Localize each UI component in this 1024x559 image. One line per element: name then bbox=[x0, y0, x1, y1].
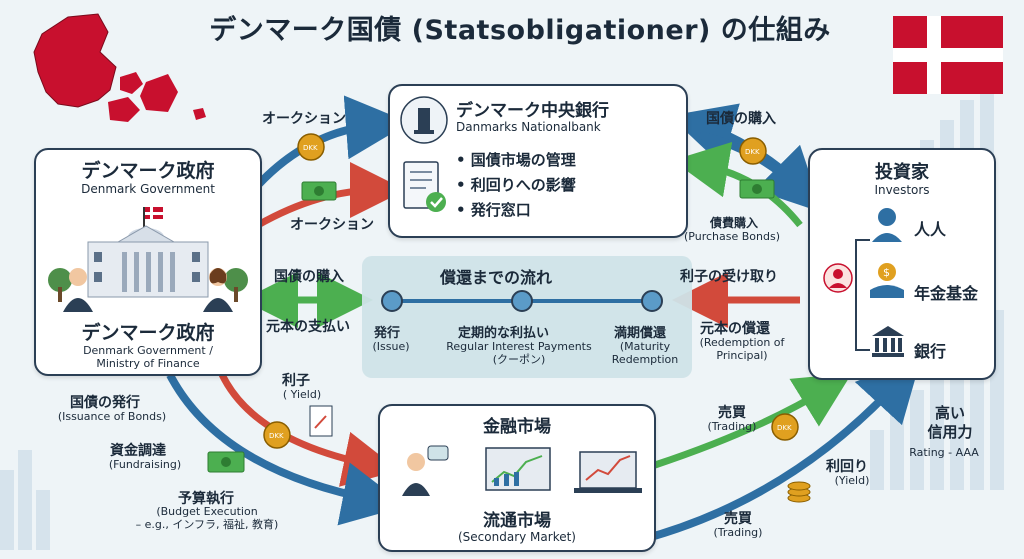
central-bank-card: デンマーク中央銀行 Danmarks Nationalbank • 国債市場の管… bbox=[388, 84, 688, 238]
market-subtitle: 流通市場 bbox=[483, 511, 551, 531]
government-title-bottom: デンマーク政府 bbox=[81, 322, 215, 344]
denmark-map-icon bbox=[33, 13, 206, 122]
label-auction-1: オークション bbox=[262, 111, 346, 127]
flow-step-maturity: 満期償還 bbox=[614, 326, 667, 341]
pension-fund-icon: $ bbox=[870, 263, 904, 298]
market-caption: (Secondary Market) bbox=[458, 530, 576, 544]
market-illustration bbox=[402, 445, 642, 496]
label-issuance-en: (Issuance of Bonds) bbox=[57, 410, 167, 423]
flow-step-issue: 発行 bbox=[374, 326, 401, 341]
label-principal-payment: 元本の支払い bbox=[266, 319, 350, 335]
coin-icon: DKK bbox=[263, 421, 291, 449]
investor-person-icon bbox=[823, 239, 870, 351]
label-yield-en: ( Yield) bbox=[282, 388, 322, 401]
svg-text:$: $ bbox=[883, 266, 890, 279]
label-yield-right-en: (Yield) bbox=[834, 474, 870, 487]
investor-pension-label: 年金基金 bbox=[914, 284, 979, 303]
government-card: デンマーク政府 Denmark Government デンマーク政府 Denma… bbox=[34, 148, 262, 376]
flow-timeline bbox=[381, 290, 663, 312]
market-card: 金融市場 流通市場 (Secondary Market) bbox=[378, 404, 656, 552]
coin-icon: DKK bbox=[297, 133, 325, 161]
coin-stack-icon bbox=[787, 481, 811, 503]
label-principal-redemption: 元本の償還 bbox=[700, 321, 770, 337]
central-bank-bullets: • 国債市場の管理 • 利回りへの影響 • 発行窓口 bbox=[456, 148, 576, 223]
label-trading-1-en: (Trading) bbox=[707, 420, 757, 433]
trading-arrow-up bbox=[653, 373, 852, 469]
coin-text: DKK bbox=[745, 148, 760, 156]
bullet-item: • 利回りへの影響 bbox=[456, 176, 576, 194]
label-purchase-right: 国債の購入 bbox=[706, 111, 776, 127]
denmark-flag-icon bbox=[893, 16, 1003, 94]
label-budget: 予算執行 bbox=[178, 491, 234, 507]
investor-bank-label: 銀行 bbox=[914, 342, 947, 361]
investor-individual-label: 人人 bbox=[914, 220, 947, 239]
label-bond-purchase: 債費購入 bbox=[710, 216, 759, 230]
label-purchase-gov-bonds: 国債の購入 bbox=[274, 269, 344, 285]
flow-step-interest: 定期的な利払い bbox=[458, 326, 550, 341]
investors-subtitle: Investors bbox=[874, 183, 930, 197]
flow-step-interest-sub: Regular Interest Payments (クーポン) bbox=[446, 340, 592, 366]
money-bill-icon bbox=[301, 181, 337, 201]
bank-icon bbox=[872, 326, 904, 357]
coin-text: DKK bbox=[303, 144, 318, 152]
central-bank-subtitle: Danmarks Nationalbank bbox=[456, 120, 601, 134]
page-title: デンマーク国債 (Statsobligationer) の仕組み bbox=[209, 15, 831, 46]
investors-card: 投資家 Investors 人人 $ 年金基金 銀行 bbox=[808, 148, 996, 380]
receipt-icon bbox=[309, 405, 333, 437]
label-credit: 高い 信用力 bbox=[927, 404, 973, 441]
redemption-flow-panel bbox=[362, 256, 692, 378]
label-fundraising-en: (Fundraising) bbox=[108, 458, 182, 471]
coin-icon: DKK bbox=[739, 137, 767, 165]
money-bill-icon bbox=[207, 451, 245, 473]
coin-text: DKK bbox=[777, 424, 792, 432]
label-fundraising: 資金調達 bbox=[110, 443, 166, 459]
label-bond-purchase-en: (Purchase Bonds) bbox=[684, 230, 780, 243]
person-icon bbox=[872, 208, 902, 242]
government-subtitle-bottom-2: Ministry of Finance bbox=[96, 357, 200, 370]
market-title: 金融市場 bbox=[483, 417, 551, 437]
label-credit-en: Rating - AAA bbox=[909, 446, 979, 459]
flow-step-issue-sub: (Issue) bbox=[372, 340, 410, 353]
coin-icon: DKK bbox=[771, 413, 799, 441]
investors-title: 投資家 bbox=[875, 162, 929, 183]
label-budget-en: (Budget Execution – e.g., インフラ, 福祉, 教育) bbox=[135, 505, 279, 531]
label-trading-2: 売買 bbox=[724, 511, 752, 527]
trading-arrow-down bbox=[638, 356, 922, 544]
document-check-icon bbox=[403, 161, 446, 212]
label-issuance: 国債の発行 bbox=[70, 395, 140, 411]
money-bill-icon bbox=[739, 179, 775, 199]
bullet-item: • 発行窓口 bbox=[456, 201, 531, 219]
government-subtitle-top: Denmark Government bbox=[81, 182, 215, 196]
label-interest-receipt: 利子の受け取り bbox=[680, 269, 778, 285]
bullet-item: • 国債市場の管理 bbox=[456, 151, 576, 169]
label-principal-redemption-en: (Redemption of Principal) bbox=[699, 336, 785, 362]
flow-step-maturity-sub: (Maturity Redemption bbox=[611, 340, 679, 366]
parliament-building-icon bbox=[48, 207, 248, 312]
label-yield-right: 利回り bbox=[826, 459, 868, 475]
central-bank-title: デンマーク中央銀行 bbox=[456, 101, 609, 121]
issuance-arrow bbox=[166, 373, 407, 526]
government-title-top: デンマーク政府 bbox=[81, 160, 215, 182]
label-auction-2: オークション bbox=[290, 217, 374, 233]
label-trading-2-en: (Trading) bbox=[713, 526, 763, 539]
coin-text: DKK bbox=[269, 432, 284, 440]
label-trading-1: 売買 bbox=[718, 405, 746, 421]
government-subtitle-bottom-1: Denmark Government / bbox=[83, 344, 213, 357]
label-yield: 利子 bbox=[282, 373, 310, 389]
flow-title: 償還までの流れ bbox=[440, 268, 553, 287]
central-bank-seal-icon bbox=[400, 96, 448, 144]
